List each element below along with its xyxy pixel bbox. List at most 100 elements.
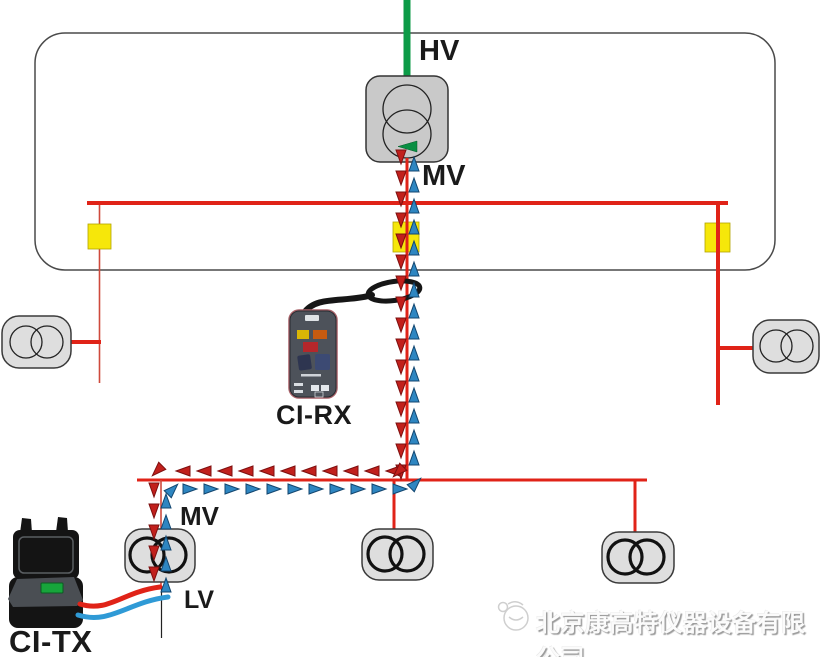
flow-arrow-blue [408, 176, 420, 193]
tx-cable-blue [75, 594, 171, 620]
flow-arrow-blue [408, 155, 420, 172]
mv-label-feeder: MV [180, 501, 219, 531]
ci-rx-connector-1 [297, 354, 312, 371]
ci-tx-lid-inner [18, 536, 74, 574]
ci-rx-indicator-yellow [297, 330, 309, 339]
distribution-transformer-left [124, 528, 196, 583]
mv-label-substation: MV [422, 160, 466, 192]
lv-label: LV [184, 586, 215, 614]
flow-arrow-blue [408, 281, 420, 298]
flow-arrow-red [174, 465, 191, 477]
flow-arrow-red [216, 465, 233, 477]
ci-rx-key-5 [314, 391, 324, 398]
tx-cable-red [77, 584, 163, 609]
flow-arrow-red [395, 170, 407, 187]
signal-flow-arrows [148, 149, 422, 593]
ring-transformer-right [752, 319, 820, 374]
flow-arrow-blue [224, 483, 241, 495]
flow-arrow-red [148, 524, 160, 541]
flow-arrow-blue [160, 534, 172, 551]
flow-arrow-red [363, 465, 380, 477]
company-logo [497, 601, 529, 631]
flow-arrow-red [395, 233, 407, 250]
flow-arrow-red [395, 401, 407, 418]
clamp-cable [301, 292, 375, 316]
flow-arrow-red [148, 545, 160, 562]
ci-tx-latch-2 [56, 517, 68, 532]
flow-arrow-blue [408, 407, 420, 424]
flow-arrow-blue [160, 513, 172, 530]
flow-arrow-blue [408, 218, 420, 235]
ci-rx-indicator-red [303, 342, 318, 352]
flow-arrow-blue [408, 260, 420, 277]
flow-arrow-red [392, 462, 408, 478]
distribution-transformer-right [601, 531, 675, 584]
flow-arrow-blue [408, 344, 420, 361]
ci-rx-key-4 [321, 385, 329, 391]
ci-rx-connector-2 [315, 354, 330, 370]
flow-arrow-blue [408, 449, 420, 466]
hv-mv-transformer [365, 75, 449, 163]
flow-arrow-blue [408, 428, 420, 445]
flow-arrow-red [321, 465, 338, 477]
flow-arrow-red [237, 465, 254, 477]
flow-arrow-red [395, 254, 407, 271]
flow-arrow-red [195, 465, 212, 477]
flow-arrow-blue [245, 483, 262, 495]
ci-tx-lid [13, 530, 79, 579]
distribution-transformer-middle [361, 528, 434, 581]
flow-arrow-red [148, 482, 160, 499]
flow-arrow-blue [266, 483, 283, 495]
flow-arrow-red [395, 191, 407, 208]
flow-arrow-red [395, 359, 407, 376]
flow-arrow-red [395, 296, 407, 313]
flow-arrow-red [151, 461, 167, 477]
flow-arrow-blue [350, 483, 367, 495]
flow-arrow-red [395, 275, 407, 292]
flow-arrow-red [395, 317, 407, 334]
flow-arrow-blue [408, 365, 420, 382]
flow-arrow-blue [371, 483, 388, 495]
ci-rx-key-2 [294, 390, 303, 393]
clamp-jaw [365, 278, 423, 304]
flow-arrow-blue [182, 483, 199, 495]
transformer-winding-1 [382, 84, 432, 134]
flow-arrow-blue [406, 477, 422, 493]
ci-rx-device [288, 309, 338, 399]
flow-arrow-red [395, 149, 407, 166]
ci-tx-label: CI-TX [9, 624, 93, 657]
flow-arrow-red [342, 465, 359, 477]
flow-arrow-blue [392, 483, 409, 495]
flow-arrow-blue [308, 483, 325, 495]
ci-tx-case [8, 517, 83, 628]
ci-rx-key-3 [311, 385, 319, 391]
flow-arrow-blue [408, 323, 420, 340]
ci-rx-label: CI-RX [276, 400, 352, 430]
ci-tx-latch-1 [20, 518, 32, 533]
ci-rx-body [288, 309, 338, 399]
flow-arrow-red [258, 465, 275, 477]
switch-left [87, 223, 112, 250]
ci-rx-top-label [305, 315, 319, 321]
flow-arrow-red [300, 465, 317, 477]
flow-arrow-red [395, 212, 407, 229]
flow-arrow-blue [160, 555, 172, 572]
hv-label: HV [419, 35, 460, 67]
flow-arrow-blue [408, 197, 420, 214]
flow-arrow-blue [408, 386, 420, 403]
flow-arrow-red [395, 380, 407, 397]
ci-tx-power-button [40, 582, 64, 594]
flow-arrow-blue [163, 483, 179, 499]
flow-arrow-blue [329, 483, 346, 495]
flow-arrow-blue [287, 483, 304, 495]
company-watermark: 北京康高特仪器设备有限公司 [536, 610, 806, 657]
flow-arrow-blue [160, 576, 172, 593]
ring-transformer-left [1, 315, 72, 369]
flow-arrow-red [395, 338, 407, 355]
flow-arrow-red [395, 422, 407, 439]
flow-arrow-red [279, 465, 296, 477]
flow-arrow-blue [203, 483, 220, 495]
flow-arrow-blue [408, 302, 420, 319]
